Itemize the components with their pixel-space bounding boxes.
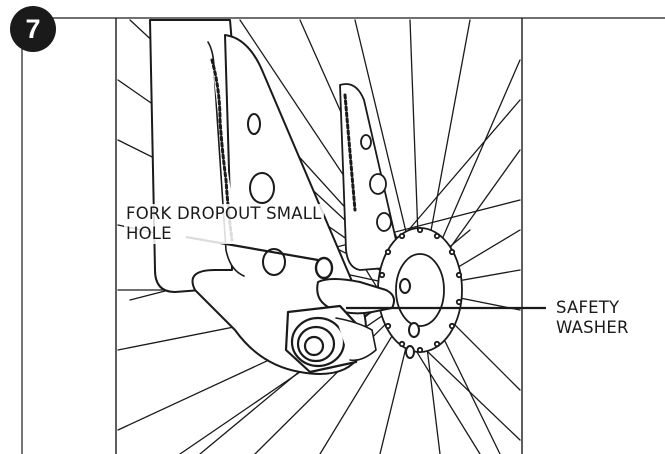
hub-flange xyxy=(377,226,463,354)
safety-washer-label-line1: SAFETY xyxy=(556,298,620,317)
step-number-badge: 7 xyxy=(10,6,56,52)
disc-tab xyxy=(339,83,398,271)
safety-washer-label-line2: WASHER xyxy=(556,318,629,337)
axle-nut xyxy=(284,304,377,374)
fork-dropout-label-line1: FORK DROPOUT SMALL xyxy=(126,204,322,223)
fork-dropout-callout: FORK DROPOUT SMALL HOLE xyxy=(124,204,324,244)
safety-washer-callout: SAFETY WASHER xyxy=(556,298,629,338)
fork-dropout-label-line2: HOLE xyxy=(126,224,172,243)
